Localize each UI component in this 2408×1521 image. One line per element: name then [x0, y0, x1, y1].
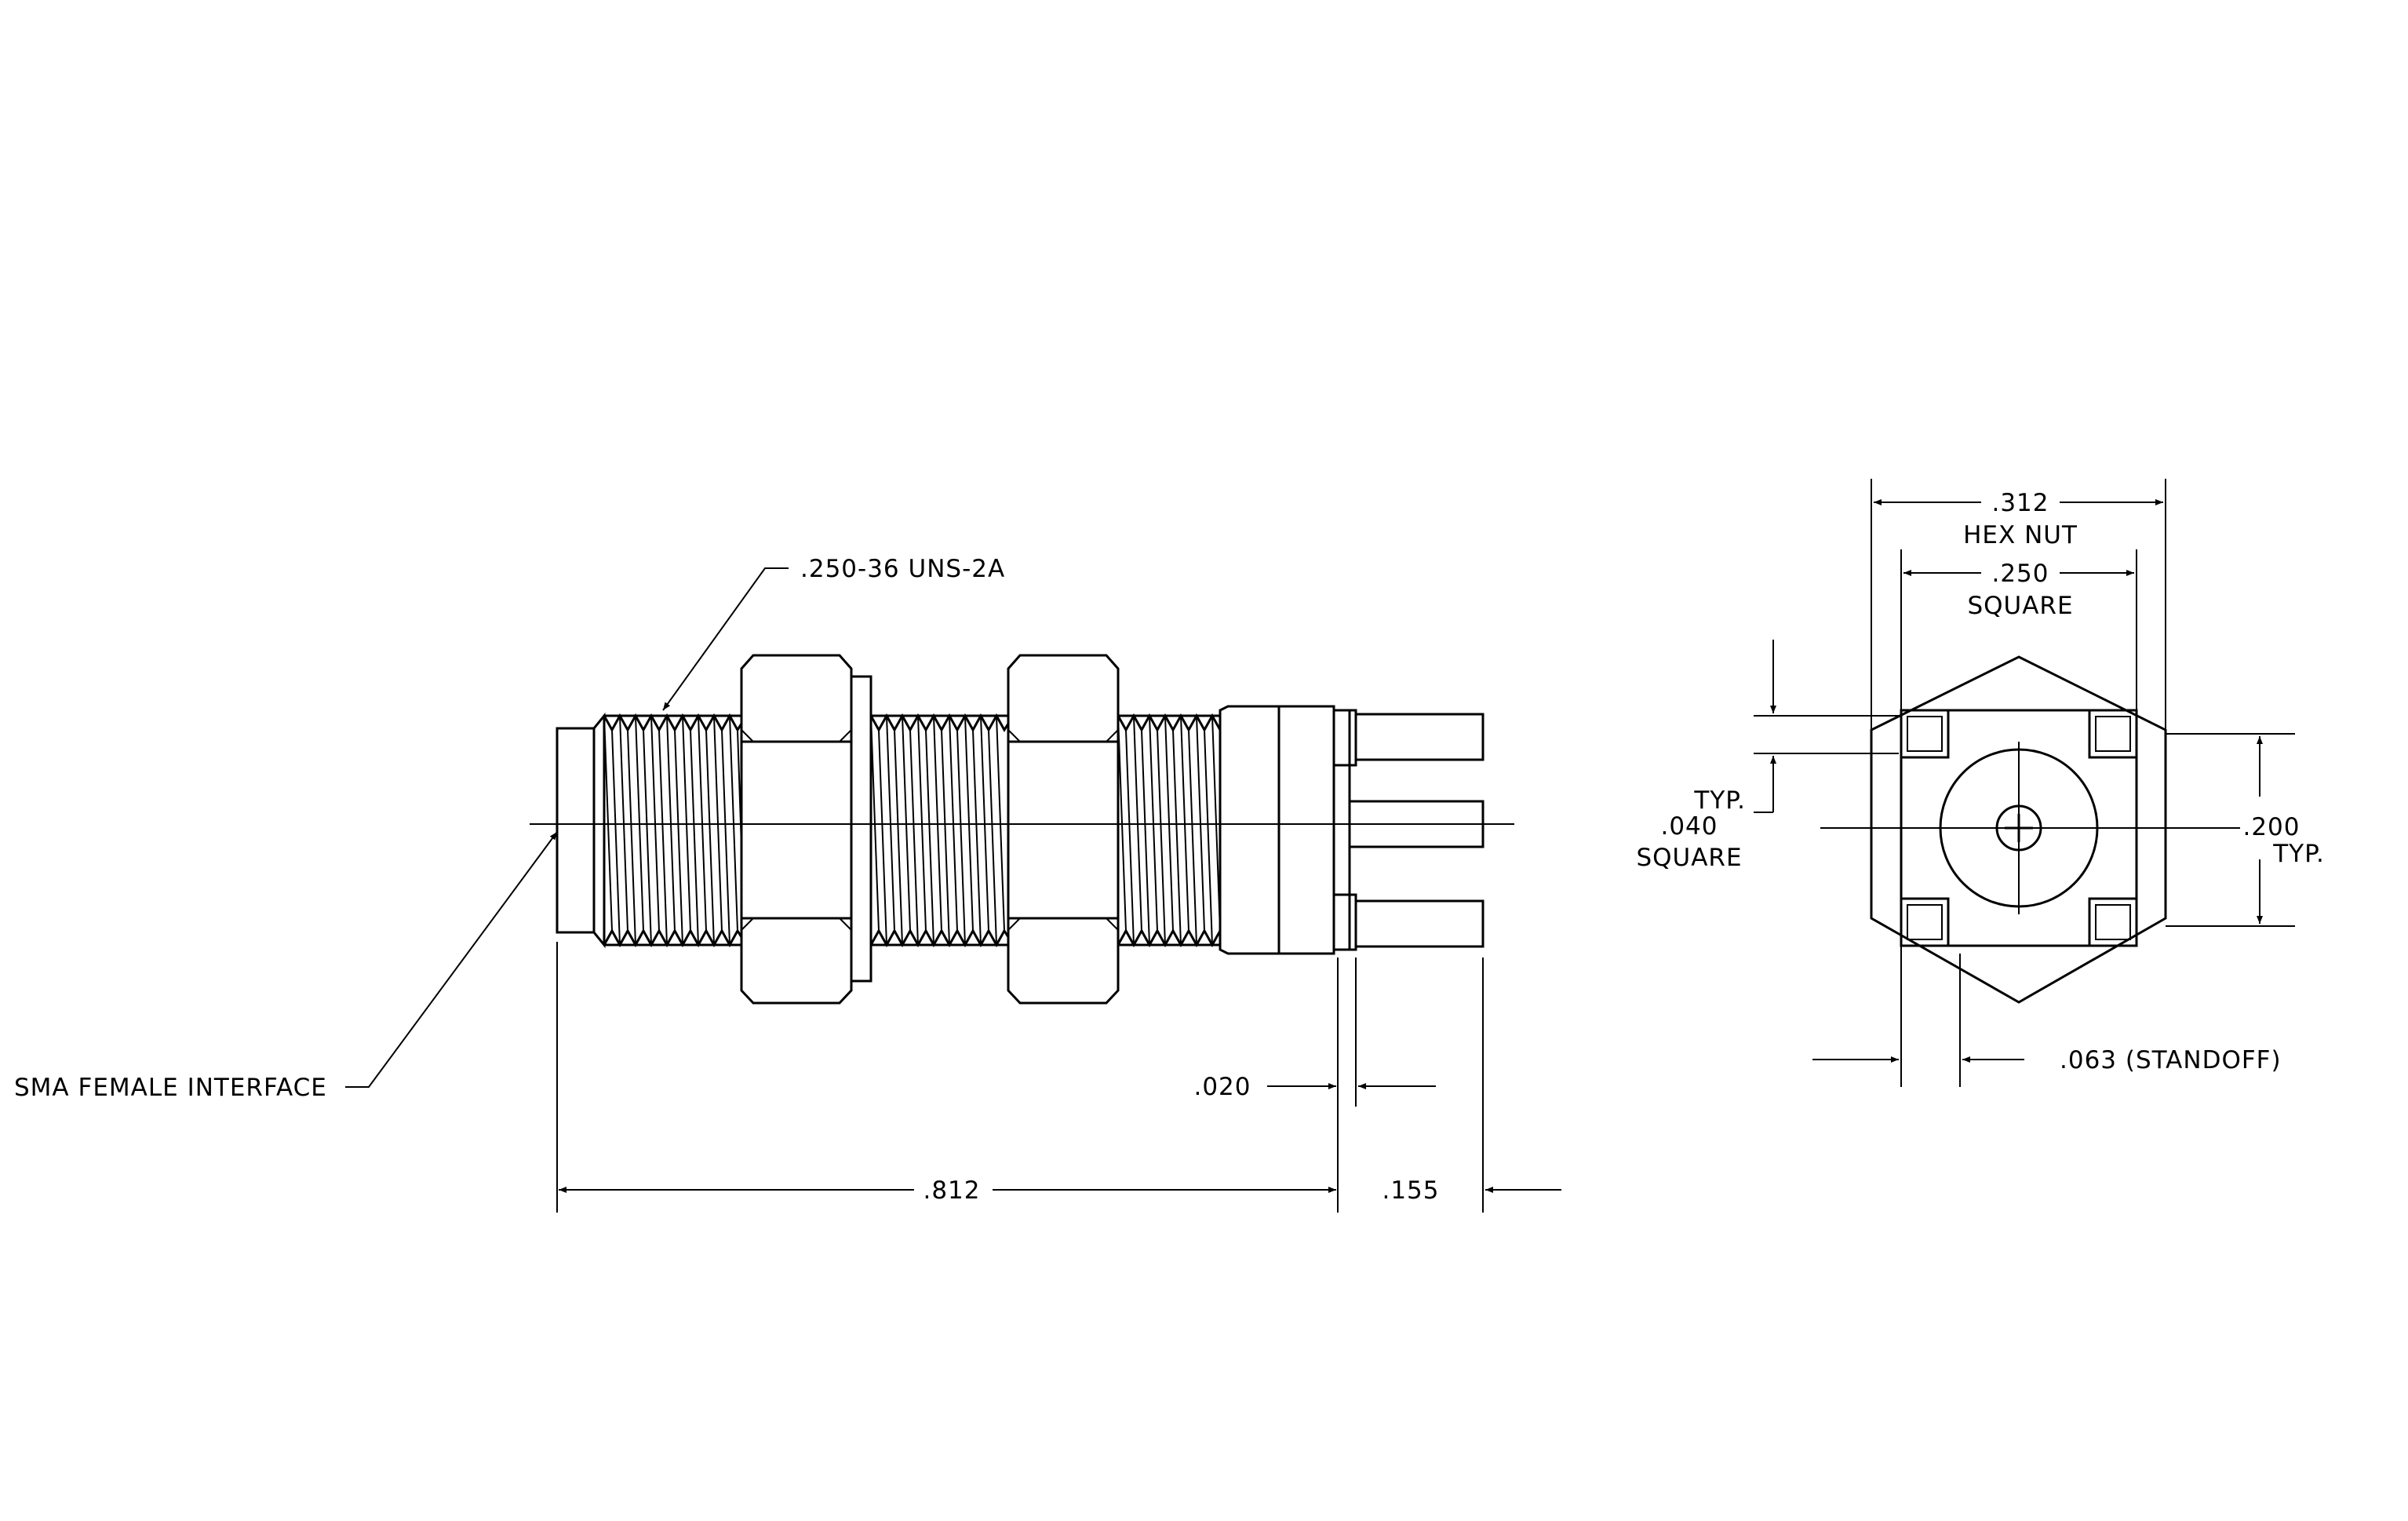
thread-leader [662, 567, 789, 711]
pcb-pins [1332, 709, 1485, 951]
interface-label: SMA FEMALE INTERFACE [14, 1074, 327, 1102]
hex-nut-label: HEX NUT [1963, 521, 2078, 549]
thread-section-rear [1117, 713, 1222, 948]
side-view: .812 .155 .020 .250-36 UNS-2A SMA FEMALE… [14, 555, 1561, 1213]
interface-shoulder [592, 712, 606, 949]
end-extension-lines [1754, 479, 2295, 1087]
side-extension-lines [556, 942, 1484, 1213]
interface-flange [556, 727, 596, 934]
dim-040-label: .040 [1660, 812, 1718, 841]
end-corner-pins [1900, 709, 2138, 947]
lock-washer [850, 675, 872, 983]
dim-312-label: .312 [1991, 489, 2049, 517]
hex-nut-front [740, 654, 853, 1005]
typ-right-label: TYP. [2272, 840, 2325, 868]
dim-200-label: .200 [2242, 813, 2300, 841]
square-top-label: SQUARE [1967, 592, 2073, 620]
connector-body [1219, 705, 1351, 955]
interface-leader [345, 831, 558, 1088]
thread-section-front [603, 713, 743, 948]
typ-left-label: TYP. [1693, 786, 1746, 815]
thread-spec-label: .250-36 UNS-2A [800, 555, 1005, 583]
square-left-label: SQUARE [1636, 844, 1742, 872]
standoff-label: .063 (STANDOFF) [2060, 1046, 2282, 1074]
dim-812-label: .812 [923, 1176, 980, 1205]
dim-250-label: .250 [1991, 560, 2049, 588]
end-view: .312 HEX NUT .250 SQUARE TYP. .040 SQUAR… [1636, 479, 2324, 1087]
dim-020-label: .020 [1193, 1073, 1251, 1101]
hex-nut-rear [1007, 654, 1120, 1005]
dim-155-label: .155 [1382, 1176, 1439, 1205]
thread-section-middle [869, 713, 1010, 948]
